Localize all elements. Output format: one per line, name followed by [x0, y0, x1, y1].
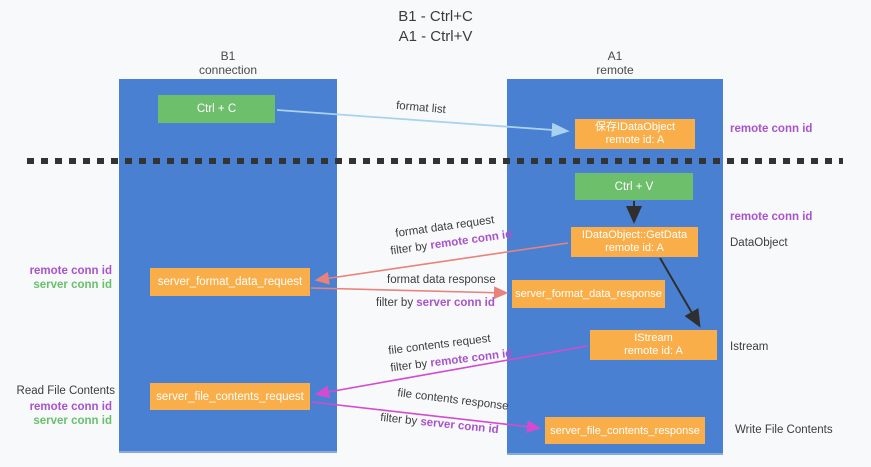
box-istream: IStream remote id: A [590, 330, 717, 360]
server-format-data-response-label: server_format_data_response [515, 288, 662, 300]
server-format-data-request-label: server_format_data_request [157, 276, 303, 288]
box-save-dataobject: 保存IDataObject remote id: A [575, 119, 695, 149]
save-dataobject-line2: remote id: A [605, 134, 665, 146]
box-server-format-data-response: server_format_data_response [512, 280, 665, 308]
label-format-list: format list [395, 99, 447, 117]
left-read-file-contents-label: Read File Contents [16, 385, 115, 397]
box-ctrl-v: Ctrl + V [575, 173, 693, 200]
lane-header-a1: A1 remote [507, 49, 723, 77]
box-server-format-data-request: server_format_data_request [150, 268, 310, 296]
label-file-contents-response: file contents response [396, 387, 510, 413]
right-write-file-contents-label: Write File Contents [735, 424, 833, 436]
getdata-line1: IDataObject::GetData [581, 229, 688, 241]
lane-b1-name: B1 [220, 49, 236, 63]
lane-a1-role: remote [596, 63, 634, 77]
box-ctrl-c: Ctrl + C [158, 95, 275, 123]
ctrl-v-label: Ctrl + V [614, 180, 654, 193]
left-remote-conn-id-1: remote conn id [29, 265, 112, 277]
label-format-data-response: format data response [387, 274, 496, 286]
filter-by-text: filter by [379, 411, 418, 428]
format-data-response-arrow [310, 286, 509, 300]
label-filter-by-server-2: filter by server conn id [380, 412, 500, 436]
left-remote-conn-id-2: remote conn id [29, 401, 112, 413]
save-dataobject-line1: 保存IDataObject [594, 121, 676, 133]
left-server-conn-id-1: server conn id [33, 279, 112, 291]
right-remote-conn-id-2: remote conn id [730, 211, 813, 223]
server-conn-id-text: server conn id [416, 297, 495, 309]
lane-b1-role: connection [198, 63, 258, 77]
ctrl-c-label: Ctrl + C [196, 103, 237, 115]
right-istream-label: Istream [730, 341, 769, 353]
istream-line2: remote id: A [624, 345, 683, 357]
getdata-line2: remote id: A [605, 242, 664, 254]
title-line-1: B1 - Ctrl+C [398, 8, 473, 25]
lane-a1-name: A1 [607, 49, 623, 63]
right-remote-conn-id-1: remote conn id [730, 123, 813, 135]
box-idataobject-getdata: IDataObject::GetData remote id: A [571, 227, 698, 257]
server-file-contents-response-label: server_file_contents_response [550, 424, 700, 437]
right-dataobject-label: DataObject [730, 237, 788, 249]
lane-header-b1: B1 connection [119, 49, 337, 77]
diagram-title: B1 - Ctrl+C A1 - Ctrl+V [0, 7, 871, 47]
remote-conn-id-text: remote conn id [429, 347, 513, 370]
istream-line1: IStream [634, 332, 673, 344]
session-divider-dashed-line [27, 158, 843, 164]
server-conn-id-text: server conn id [419, 416, 500, 437]
filter-by-text: filter by [376, 297, 414, 309]
box-server-file-contents-response: server_file_contents_response [545, 417, 705, 444]
filter-by-text: filter by [389, 358, 428, 375]
label-filter-by-server-1: filter by server conn id [376, 297, 495, 309]
server-file-contents-request-label: server_file_contents_request [156, 390, 304, 403]
title-line-2: A1 - Ctrl+V [398, 28, 473, 45]
left-server-conn-id-2: server conn id [33, 415, 112, 427]
box-server-file-contents-request: server_file_contents_request [150, 383, 310, 410]
filter-by-text: filter by [389, 240, 429, 258]
